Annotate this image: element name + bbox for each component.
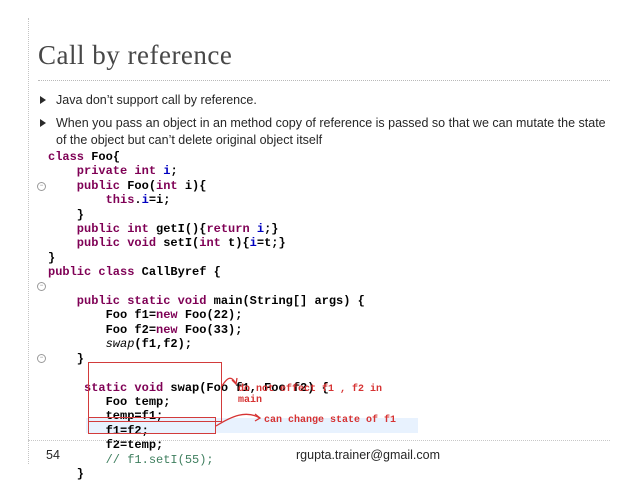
code-token: Foo temp;: [48, 394, 171, 409]
code-token: int: [156, 178, 178, 193]
code-token: }: [48, 351, 85, 366]
triangle-bullet-icon: [40, 96, 46, 104]
code-token: public class: [48, 265, 135, 280]
bullet-text: Java don’t support call by reference.: [56, 93, 257, 107]
code-token: this: [48, 193, 135, 208]
code-token: i: [249, 236, 257, 251]
code-token: (f1,f2);: [134, 337, 193, 352]
code-token: ;}: [264, 222, 279, 237]
code-screenshot: − − − class Foo{ private int i; public F…: [36, 148, 420, 481]
code-token: class: [48, 150, 85, 164]
code-token: private int: [48, 164, 157, 179]
code-token: }: [48, 207, 85, 222]
title-divider: [38, 80, 610, 81]
left-dotted-guide: [28, 18, 29, 464]
arrow-to-note2: [215, 413, 261, 427]
footer-divider: [28, 440, 610, 441]
bullet-list: Java don’t support call by reference. Wh…: [38, 92, 608, 155]
code-token: Foo(33);: [177, 322, 243, 337]
code-token: static void: [48, 380, 164, 395]
code-token: CallByref {: [134, 265, 221, 280]
code-token: public static void: [48, 294, 207, 309]
bullet-text: When you pass an object in an method cop…: [56, 116, 606, 147]
triangle-bullet-icon: [40, 119, 46, 127]
code-token: int: [199, 236, 221, 251]
code-token: return: [206, 222, 250, 237]
code-block: class Foo{ private int i; public Foo(int…: [48, 150, 365, 481]
code-token: public void: [48, 236, 157, 251]
slide-title: Call by reference: [38, 40, 233, 70]
annotation-no-effect: do not effect f1 , f2 in main: [238, 384, 383, 406]
bullet-item: Java don’t support call by reference.: [38, 92, 608, 109]
setI-comment-box: [88, 417, 216, 434]
code-token: .: [134, 193, 142, 208]
bullet-item: When you pass an object in an method cop…: [38, 115, 608, 149]
code-token: i: [156, 164, 171, 179]
code-token: Foo(: [120, 178, 157, 193]
code-token: Foo f1=: [48, 308, 157, 323]
code-token: swap: [48, 337, 135, 352]
fold-marker-icon: −: [37, 282, 46, 291]
code-token: // f1.setI(55);: [48, 452, 214, 467]
code-token: }: [48, 250, 56, 265]
code-token: f1=f2;: [48, 423, 149, 438]
code-token: i){: [177, 178, 207, 193]
annotation-arrows: [215, 377, 262, 427]
page-number: 54: [46, 448, 60, 462]
code-token: temp=f1;: [48, 409, 164, 424]
swap-statements-box: [88, 362, 222, 422]
code-token: Foo f2=: [48, 322, 157, 337]
annotation-change-state: can change state of f1: [264, 415, 397, 426]
code-token: i: [249, 222, 265, 237]
code-token: =t;}: [256, 236, 286, 251]
code-token: i: [141, 193, 149, 208]
code-token: Foo(22);: [177, 308, 243, 323]
arrow-head: [254, 413, 262, 422]
code-token: main(String[] args) {: [206, 294, 365, 309]
code-token: t){: [220, 236, 250, 251]
code-token: ;: [170, 164, 178, 179]
fold-marker-icon: −: [37, 354, 46, 363]
code-token: swap(Foo f1, Foo f2) {: [163, 380, 329, 395]
code-token: }: [48, 466, 85, 481]
arrow-head: [231, 377, 238, 386]
footer-email: rgupta.trainer@gmail.com: [296, 448, 440, 462]
code-token: new: [156, 308, 178, 323]
fold-marker-icon: −: [37, 182, 46, 191]
code-token: setI(: [156, 236, 200, 251]
code-token: f2=temp;: [48, 438, 164, 453]
code-token: Foo{: [84, 150, 121, 164]
code-token: public: [48, 178, 121, 193]
code-token: getI(){: [148, 222, 207, 237]
code-token: new: [156, 322, 178, 337]
code-token: =i;: [148, 193, 171, 208]
code-token: public int: [48, 222, 149, 237]
